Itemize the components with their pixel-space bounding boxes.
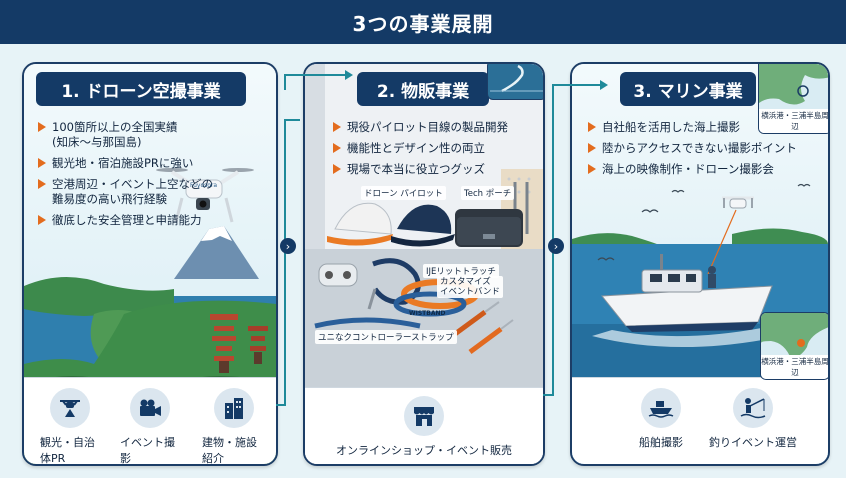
product-label-pouch: Tech ポーチ xyxy=(461,186,515,200)
feature-item: 現役パイロット目線の製品開発 xyxy=(333,120,533,135)
service-label: イベント撮影 xyxy=(120,436,175,465)
feature-item: 空港周辺・イベント上空などの 難易度の高い飛行経験 xyxy=(38,177,268,207)
panel-merchandise: 2. 物販事業 現役パイロット目線の製品開発 機能性とデザイン性の両立 現場で本… xyxy=(303,62,545,466)
bullet-triangle-icon xyxy=(333,164,341,174)
service-footer: 船舶撮影 釣りイベント運営 xyxy=(572,377,828,464)
service-boat-filming: 船舶撮影 xyxy=(626,388,696,450)
feature-list: 自社船を活用した海上撮影 陸からアクセスできない撮影ポイント 海上の映像制作・ド… xyxy=(588,120,823,183)
bullet-triangle-icon xyxy=(38,179,46,189)
bullet-triangle-icon xyxy=(333,122,341,132)
connector-arrowhead xyxy=(345,70,353,80)
feature-item: 観光地・宿泊施設PRに強い xyxy=(38,156,268,171)
feature-item: 陸からアクセスできない撮影ポイント xyxy=(588,141,823,156)
feature-item: 機能性とデザイン性の両立 xyxy=(333,141,533,156)
service-event-filming: イベント撮影 xyxy=(120,388,180,465)
service-footer: 観光・自治体PR イベント撮影 建物・施設紹介 xyxy=(24,377,276,464)
feature-text: 機能性とデザイン性の両立 xyxy=(347,141,485,155)
map-caption-top: 横浜港・三浦半島周辺 xyxy=(759,109,828,133)
service-label: オンラインショップ・イベント販売 xyxy=(336,444,512,457)
bullet-triangle-icon xyxy=(333,143,341,153)
boat-icon xyxy=(641,388,681,428)
feature-text: 空港周辺・イベント上空などの 難易度の高い飛行経験 xyxy=(52,177,213,206)
feature-list: 100箇所以上の全国実績 (知床〜与那国島) 観光地・宿泊施設PRに強い 空港周… xyxy=(38,120,268,234)
service-label: 観光・自治体PR xyxy=(40,436,95,465)
panel-title: 2. 物販事業 xyxy=(357,72,489,106)
feature-item: 自社船を活用した海上撮影 xyxy=(588,120,823,135)
feature-text: 自社船を活用した海上撮影 xyxy=(602,120,740,134)
next-arrow-icon: › xyxy=(280,238,296,254)
service-online-shop: オンラインショップ・イベント販売 xyxy=(305,396,543,458)
product-label-band: カスタマイズ イベントバンド xyxy=(437,276,503,298)
feature-item: 徹底した安全管理と申請能力 xyxy=(38,213,268,228)
product-label-strap: ユニなクコントローラーストラップ xyxy=(315,330,457,344)
service-label: 建物・施設紹介 xyxy=(202,436,257,465)
feature-text: 陸からアクセスできない撮影ポイント xyxy=(602,141,797,155)
page-title-banner: 3つの事業展開 xyxy=(0,0,846,44)
bullet-triangle-icon xyxy=(588,143,596,153)
feature-list: 現役パイロット目線の製品開発 機能性とデザイン性の両立 現場で本当に役立つグッズ xyxy=(333,120,533,183)
feature-text: 現役パイロット目線の製品開発 xyxy=(347,120,508,134)
product-label-lanyard: IJEリットトラッチ xyxy=(423,264,499,278)
product-label-cap: ドローン パイロット xyxy=(361,186,446,200)
feature-text: 徹底した安全管理と申請能力 xyxy=(52,213,202,227)
panel-title: 1. ドローン空撮事業 xyxy=(36,72,246,106)
bullet-triangle-icon xyxy=(588,122,596,132)
band-print: WISTBAND xyxy=(409,310,446,317)
fishing-icon xyxy=(733,388,773,428)
service-fishing-event: 釣りイベント運営 xyxy=(708,388,798,450)
drone-brand-label: Fuyosora xyxy=(190,182,218,189)
bullet-triangle-icon xyxy=(38,158,46,168)
connector-line xyxy=(284,74,345,90)
next-arrow-icon: › xyxy=(548,238,564,254)
shop-icon xyxy=(404,396,444,436)
building-icon xyxy=(214,388,254,428)
feature-item: 100箇所以上の全国実績 (知床〜与那国島) xyxy=(38,120,268,150)
feature-item: 現場で本当に役立つグッズ xyxy=(333,162,533,177)
service-label: 釣りイベント運営 xyxy=(709,436,797,449)
japan-map-tablet xyxy=(487,64,543,100)
service-tourism-pr: 観光・自治体PR xyxy=(40,388,100,465)
arrow-glyph: › xyxy=(553,239,559,253)
feature-text: 現場で本当に役立つグッズ xyxy=(347,162,485,176)
arrow-glyph: › xyxy=(285,239,291,253)
video-camera-icon xyxy=(130,388,170,428)
feature-item: 海上の映像制作・ドローン撮影会 xyxy=(588,162,823,177)
page-title: 3つの事業展開 xyxy=(352,11,494,36)
connector-arrowhead xyxy=(600,80,608,90)
bullet-triangle-icon xyxy=(588,164,596,174)
feature-text: 観光地・宿泊施設PRに強い xyxy=(52,156,194,170)
service-building-intro: 建物・施設紹介 xyxy=(202,388,266,465)
map-card-top: 横浜港・三浦半島周辺 xyxy=(758,64,828,134)
map-caption-bottom: 横浜港・三浦半島周辺 xyxy=(761,355,829,379)
bullet-triangle-icon xyxy=(38,122,46,132)
bullet-triangle-icon xyxy=(38,215,46,225)
panel-title: 3. マリン事業 xyxy=(620,72,756,106)
drone-icon xyxy=(50,388,90,428)
feature-text: 100箇所以上の全国実績 (知床〜与那国島) xyxy=(52,120,178,149)
panel-drone-aerial: 1. ドローン空撮事業 100箇所以上の全国実績 (知床〜与那国島) 観光地・宿… xyxy=(22,62,278,466)
service-label: 船舶撮影 xyxy=(639,436,683,449)
feature-text: 海上の映像制作・ドローン撮影会 xyxy=(602,162,774,176)
service-footer: オンラインショップ・イベント販売 xyxy=(305,387,543,464)
map-card-bottom: 横浜港・三浦半島周辺 xyxy=(760,312,829,380)
panel-marine: 横浜港・三浦半島周辺 横浜港・三浦半島周辺 3. マリン事業 自社船を活用した海… xyxy=(570,62,830,466)
